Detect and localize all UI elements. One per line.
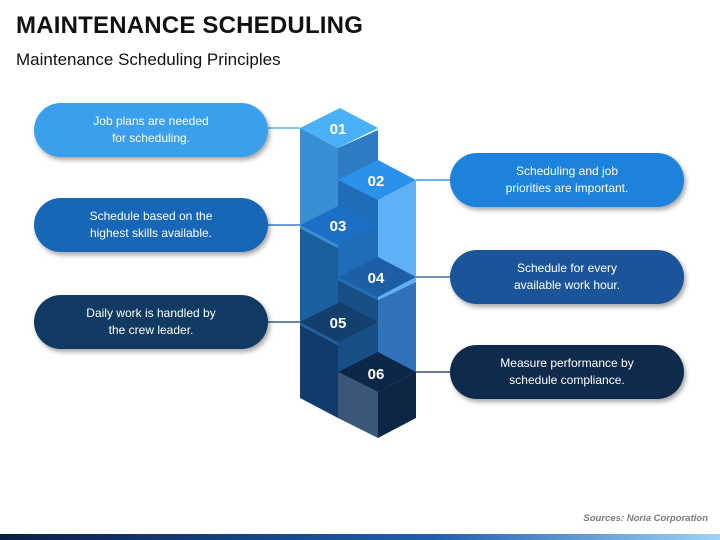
step-text-05: Daily work is handled by the crew leader… [86, 306, 216, 337]
step-box-02: Scheduling and job priorities are import… [450, 153, 684, 207]
cube-02-top-face [338, 160, 416, 200]
step-text-02: Scheduling and job priorities are import… [505, 164, 629, 195]
step-box-06: Measure performance by schedule complian… [450, 345, 684, 399]
cube-06-top-face [338, 352, 416, 392]
cube-01-top-face [300, 108, 378, 148]
cube-05-top-face [300, 302, 378, 342]
cube-06-left-face [338, 372, 378, 438]
cube-04-top-face [338, 257, 416, 297]
step-number-03: 03 [330, 218, 347, 235]
cube-05-left-face [300, 325, 338, 418]
step-number-06: 06 [368, 366, 385, 383]
step-number-01: 01 [330, 121, 347, 138]
step-number-05: 05 [330, 315, 347, 332]
step-box-04: Schedule for every available work hour. [450, 250, 684, 304]
step-text-04: Schedule for every available work hour. [513, 261, 621, 292]
step-text-01: Job plans are needed for scheduling. [93, 114, 209, 145]
cube-06-right-face [378, 372, 416, 438]
step-number-04: 04 [368, 270, 385, 287]
bottom-accent-bar [0, 534, 720, 540]
step-text-03: Schedule based on the highest skills ava… [89, 209, 213, 240]
step-text-06: Measure performance by schedule complian… [500, 356, 634, 387]
step-box-05: Daily work is handled by the crew leader… [34, 295, 268, 349]
slide-title: MAINTENANCE SCHEDULING [16, 12, 364, 39]
cube-03-top-face [300, 205, 378, 245]
step-box-01: Job plans are needed for scheduling. [34, 103, 268, 157]
slide-subtitle: Maintenance Scheduling Principles [16, 50, 281, 69]
step-box-03: Schedule based on the highest skills ava… [34, 198, 268, 252]
step-number-02: 02 [368, 173, 385, 190]
source-credit: Sources: Noria Corporation [583, 513, 708, 524]
